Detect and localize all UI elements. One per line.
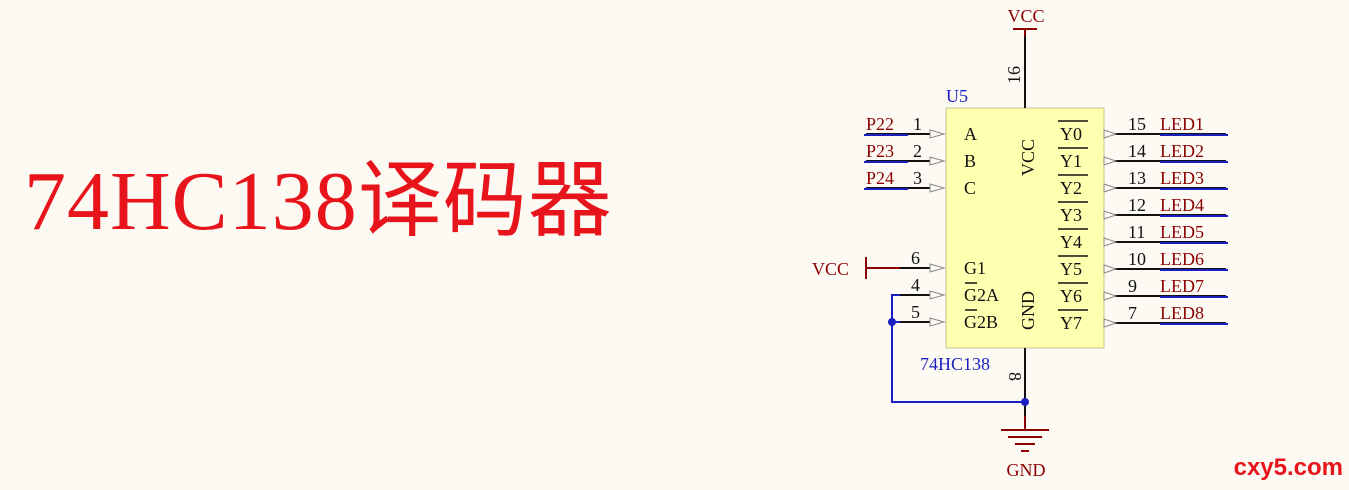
- input-pin-arrow: [929, 156, 946, 166]
- output-pin-name: Y0: [1060, 124, 1082, 144]
- output-pin-name: Y5: [1060, 259, 1082, 279]
- input-pin-arrow: [929, 183, 946, 193]
- vcc-net-label: VCC: [1007, 6, 1044, 26]
- output-net-label: LED8: [1160, 303, 1204, 323]
- output-net-label: LED5: [1160, 222, 1204, 242]
- input-net-label: P24: [866, 168, 894, 188]
- watermark: cxy5.com: [1233, 454, 1343, 481]
- output-pin-arrow: [1103, 318, 1118, 328]
- chip-ref: U5: [946, 86, 968, 106]
- output-pin-arrow: [1103, 264, 1118, 274]
- output-pin-number: 9: [1128, 276, 1137, 296]
- output-pin-arrow: [1103, 237, 1118, 247]
- junction-dot: [888, 318, 896, 326]
- output-pin-arrow: [1103, 183, 1118, 193]
- vcc-pin-number: 16: [1004, 66, 1024, 84]
- junction-dot: [1021, 398, 1029, 406]
- output-pin-arrow: [1103, 210, 1118, 220]
- gnd-net-label: GND: [1007, 460, 1046, 480]
- page-title: 74HC138译码器: [24, 155, 613, 248]
- output-net-label: LED1: [1160, 114, 1204, 134]
- output-pin-number: 15: [1128, 114, 1146, 134]
- output-pin-name: Y7: [1060, 313, 1082, 333]
- output-pin-arrow: [1103, 129, 1118, 139]
- input-net-label: P23: [866, 141, 894, 161]
- output-pin-name: Y2: [1060, 178, 1082, 198]
- output-pin-arrow: [1103, 156, 1118, 166]
- output-net-label: LED4: [1160, 195, 1204, 215]
- output-pin-number: 14: [1128, 141, 1146, 161]
- input-pin-name: B: [964, 151, 976, 171]
- output-pin-name: Y3: [1060, 205, 1082, 225]
- ground-symbol: [1001, 416, 1049, 452]
- input-pin-arrow: [929, 129, 946, 139]
- vcc-pin-name: VCC: [1018, 139, 1038, 176]
- output-pin-number: 12: [1128, 195, 1146, 215]
- input-pin-name: A: [964, 124, 977, 144]
- chip-part: 74HC138: [920, 354, 990, 374]
- enable-pin-arrow: [929, 263, 946, 273]
- enable-pin-number: 5: [911, 302, 920, 322]
- output-pin-name: Y1: [1060, 151, 1082, 171]
- input-pin-number: 1: [913, 114, 922, 134]
- output-pin-number: 10: [1128, 249, 1146, 269]
- output-net-label: LED6: [1160, 249, 1204, 269]
- output-pin-number: 13: [1128, 168, 1146, 188]
- output-pin-number: 11: [1128, 222, 1145, 242]
- output-pin-name: Y6: [1060, 286, 1082, 306]
- enable-pin-number: 4: [911, 275, 920, 295]
- gnd-pin-number: 8: [1005, 372, 1025, 381]
- input-net-label: P22: [866, 114, 894, 134]
- enable-pin-name: G2A: [964, 285, 999, 305]
- gnd-pin-name: GND: [1018, 291, 1038, 330]
- enable-pin-arrow: [929, 290, 946, 300]
- enable-pin-name: G2B: [964, 312, 998, 332]
- input-pin-number: 2: [913, 141, 922, 161]
- output-net-label: LED3: [1160, 168, 1204, 188]
- output-pin-number: 7: [1128, 303, 1137, 323]
- input-pin-name: C: [964, 178, 976, 198]
- output-net-label: LED7: [1160, 276, 1204, 296]
- enable-pin-arrow: [929, 317, 946, 327]
- input-pin-number: 3: [913, 168, 922, 188]
- enable-pin-number: 6: [911, 248, 920, 268]
- output-pin-name: Y4: [1060, 232, 1082, 252]
- output-net-label: LED2: [1160, 141, 1204, 161]
- enable-net-label: VCC: [812, 259, 849, 279]
- enable-pin-name: G1: [964, 258, 986, 278]
- output-pin-arrow: [1103, 291, 1118, 301]
